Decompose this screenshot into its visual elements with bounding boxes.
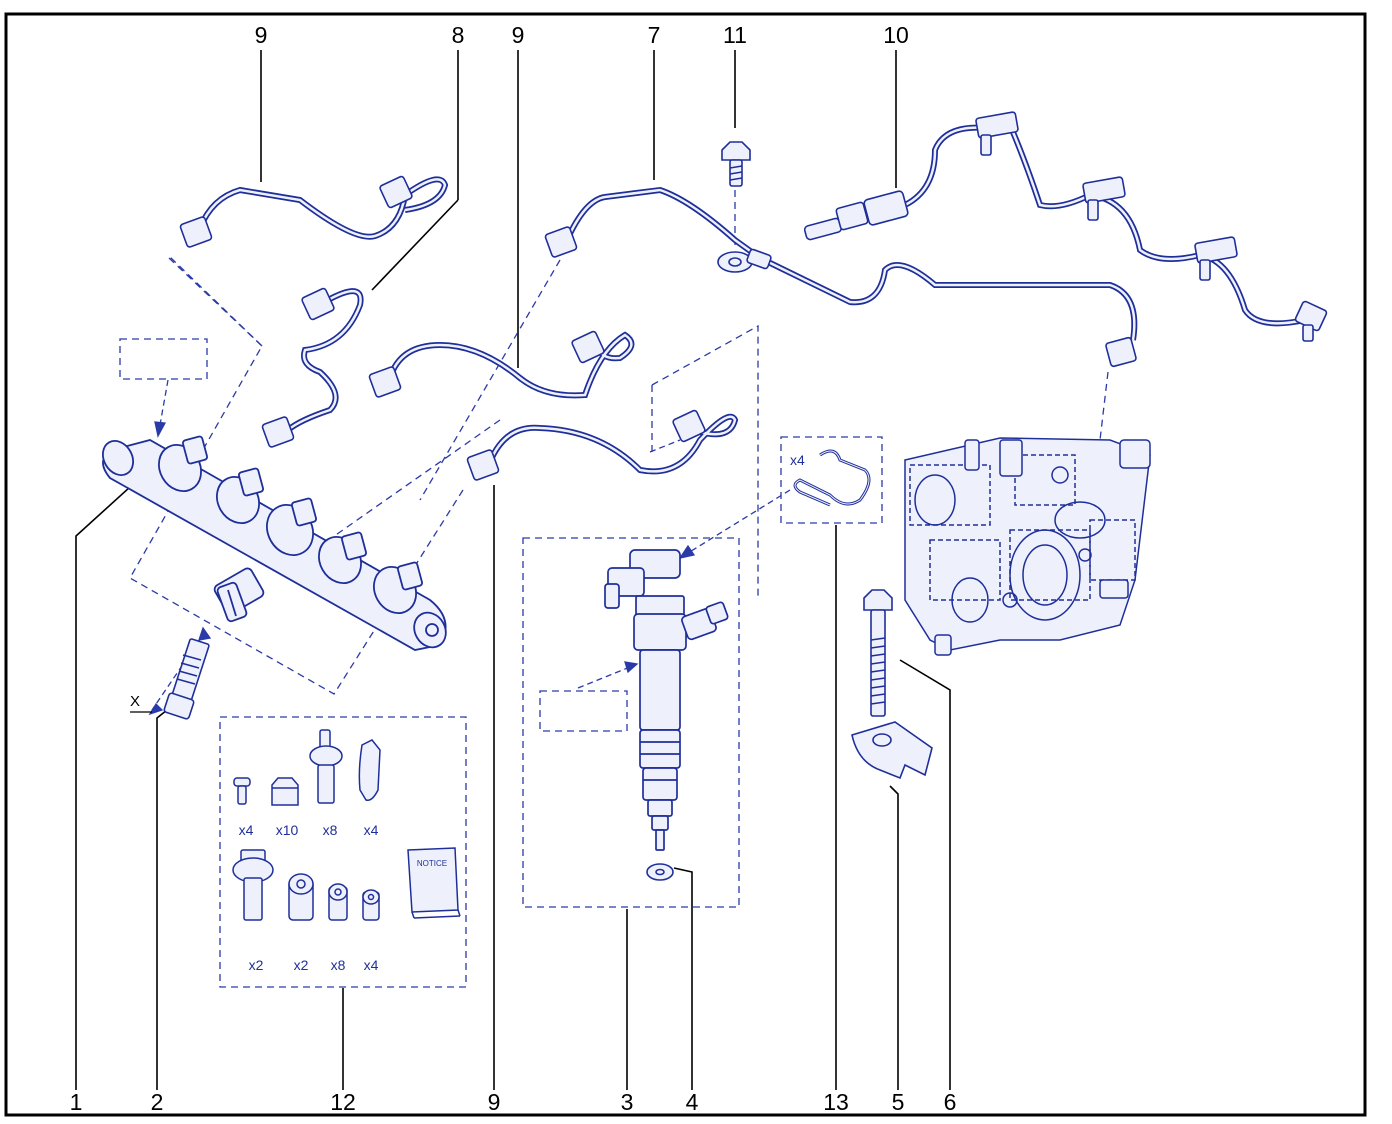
kit-qty-4: x4: [364, 822, 379, 838]
callout-13: 13: [823, 1089, 849, 1115]
leader-lines: [75, 50, 951, 1090]
notice-booklet-label: NOTICE: [417, 859, 447, 868]
callout-numbers: 9 8 9 7 11 10 1 2 12 9 3 4 13 5 6: [70, 22, 957, 1115]
injector: [604, 549, 729, 851]
kit-qty-6: x2: [294, 957, 309, 973]
repair-kit: [232, 729, 461, 921]
callout-5: 5: [892, 1089, 905, 1115]
pipe-clamp: [717, 248, 772, 273]
dashed-guides: [119, 190, 1109, 988]
pipe-nuts: [179, 175, 1137, 481]
repair-kit-labels: x4 x10 x8 x4 x2 x2 x8 x4 NOTICE: [239, 822, 448, 973]
callout-7: 7: [648, 22, 661, 48]
callout-11: 11: [723, 22, 747, 48]
retaining-clips: x4: [790, 449, 871, 507]
injector-clamp-bolt: [863, 589, 893, 717]
callout-6: 6: [944, 1089, 957, 1115]
kit-qty-3: x8: [323, 822, 338, 838]
callout-1: 1: [70, 1089, 83, 1115]
callout-2: 2: [151, 1089, 164, 1115]
kit-qty-7: x8: [331, 957, 346, 973]
fuel-pipes: [197, 121, 1306, 475]
return-line-connectors: [803, 111, 1328, 342]
kit-qty-1: x4: [239, 822, 254, 838]
callout-4: 4: [686, 1089, 699, 1115]
callout-8: 8: [452, 22, 465, 48]
dimension-label: X: [130, 693, 140, 710]
kit-qty-2: x10: [276, 822, 299, 838]
fuel-rail: [102, 435, 447, 651]
callout-9-bottom: 9: [488, 1089, 501, 1115]
callout-9-top-left: 9: [255, 22, 268, 48]
kit-qty-5: x2: [249, 957, 264, 973]
bolt-11: [721, 141, 751, 187]
callout-3: 3: [621, 1089, 634, 1115]
high-pressure-pump: [904, 437, 1151, 656]
callout-10: 10: [883, 22, 909, 48]
injector-washer: [646, 863, 674, 881]
dimension-x: X: [130, 693, 152, 713]
injector-clamp: [851, 721, 933, 780]
callout-9-top-middle: 9: [512, 22, 525, 48]
clip-quantity: x4: [790, 452, 805, 468]
return-line-10: [903, 121, 1306, 327]
callout-12: 12: [330, 1089, 356, 1115]
diagram-frame: [4, 12, 1367, 1117]
rail-bolt: [163, 638, 210, 720]
kit-qty-8: x4: [364, 957, 379, 973]
